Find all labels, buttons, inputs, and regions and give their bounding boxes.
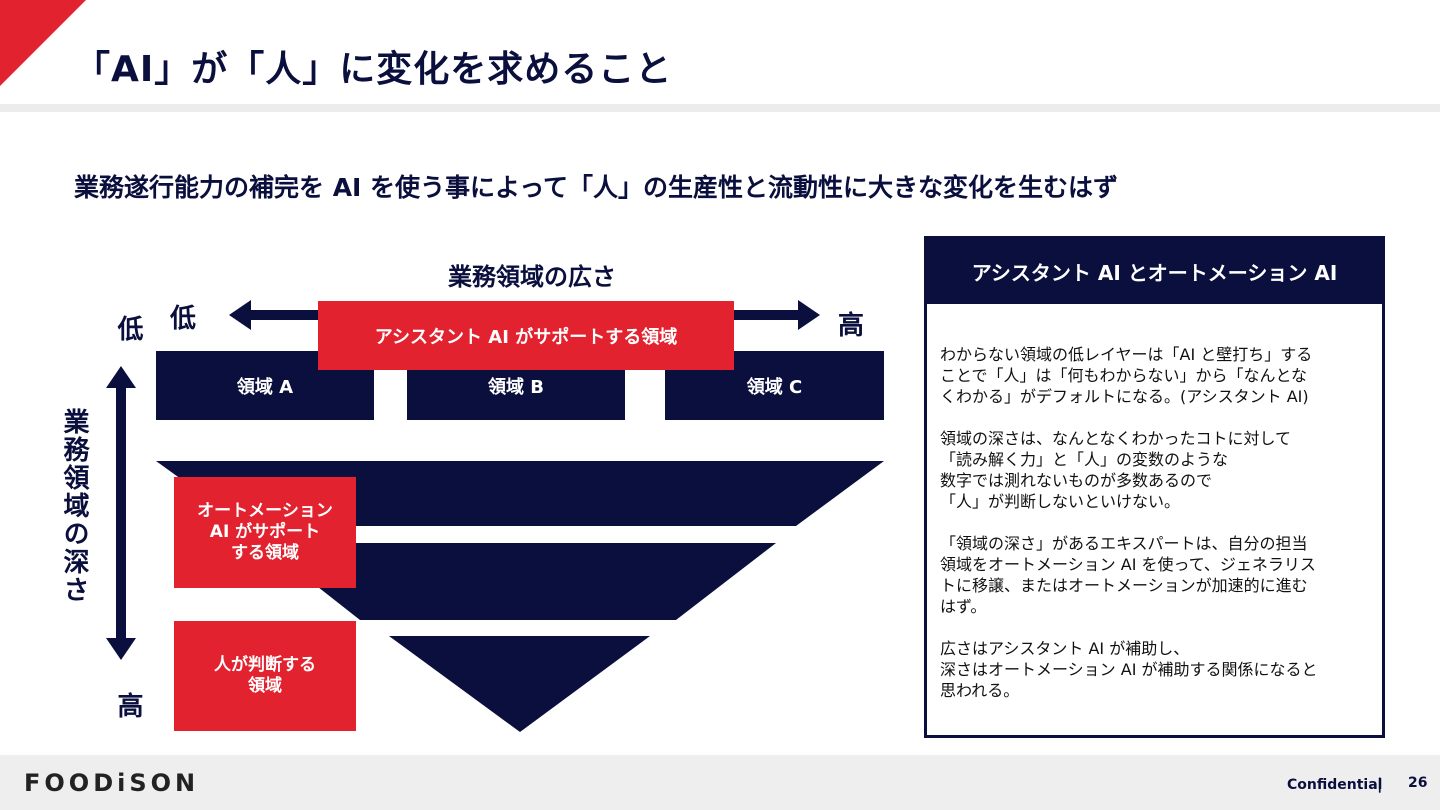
depth-arrow-icon <box>106 366 136 660</box>
depth-title: 業務領域の深さ <box>59 408 89 604</box>
panel-paragraph: わからない領域の低レイヤーは「AI と壁打ち」する ことで「人」は「何もわからな… <box>940 345 1313 406</box>
footer-separator: | <box>1377 775 1383 793</box>
arrow-right-icon <box>734 300 820 330</box>
breadth-title: 業務領域の広さ <box>448 263 616 291</box>
page-number: 26 <box>1408 775 1428 791</box>
automation-ai-area: オートメーション AI がサポート する領域 <box>174 477 356 588</box>
confidential-label: Confidential <box>1287 777 1383 793</box>
funnel-layer-middle <box>262 543 776 620</box>
panel-title: アシスタント AI とオートメーション AI <box>927 239 1382 304</box>
human-judgment-area: 人が判断する 領域 <box>174 621 356 731</box>
depth-low-label: 低 <box>113 315 143 341</box>
panel-paragraph: 広さはアシスタント AI が補助し、 深さはオートメーション AI が補助する関… <box>940 639 1318 700</box>
breadth-low-label: 低 <box>170 304 197 334</box>
arrow-left-icon <box>229 300 321 330</box>
panel-paragraph: 「領域の深さ」があるエキスパートは、自分の担当 領域をオートメーション AI を… <box>940 534 1316 616</box>
breadth-high-label: 高 <box>838 311 865 341</box>
foodison-logo: FOODiSON <box>24 769 200 797</box>
footer: FOODiSON Confidential | 26 <box>0 755 1440 810</box>
depth-high-label: 高 <box>113 692 143 718</box>
page-title: 「AI」が「人」に変化を求めること <box>74 49 673 90</box>
page-subtitle: 業務遂行能力の補完を AI を使う事によって「人」の生産性と流動性に大きな変化を… <box>74 173 1119 202</box>
panel-body: わからない領域の低レイヤーは「AI と壁打ち」する ことで「人」は「何もわからな… <box>927 304 1382 701</box>
depth-funnel <box>156 461 884 732</box>
corner-accent <box>0 0 86 86</box>
assistant-ai-area: アシスタント AI がサポートする領域 <box>318 301 734 370</box>
explanation-panel: アシスタント AI とオートメーション AI わからない領域の低レイヤーは「AI… <box>924 236 1385 738</box>
funnel-layer-bottom <box>389 636 650 732</box>
title-divider <box>0 104 1440 112</box>
panel-paragraph: 領域の深さは、なんとなくわかったコトに対して 「読み解く力」と「人」の変数のよう… <box>940 429 1292 511</box>
